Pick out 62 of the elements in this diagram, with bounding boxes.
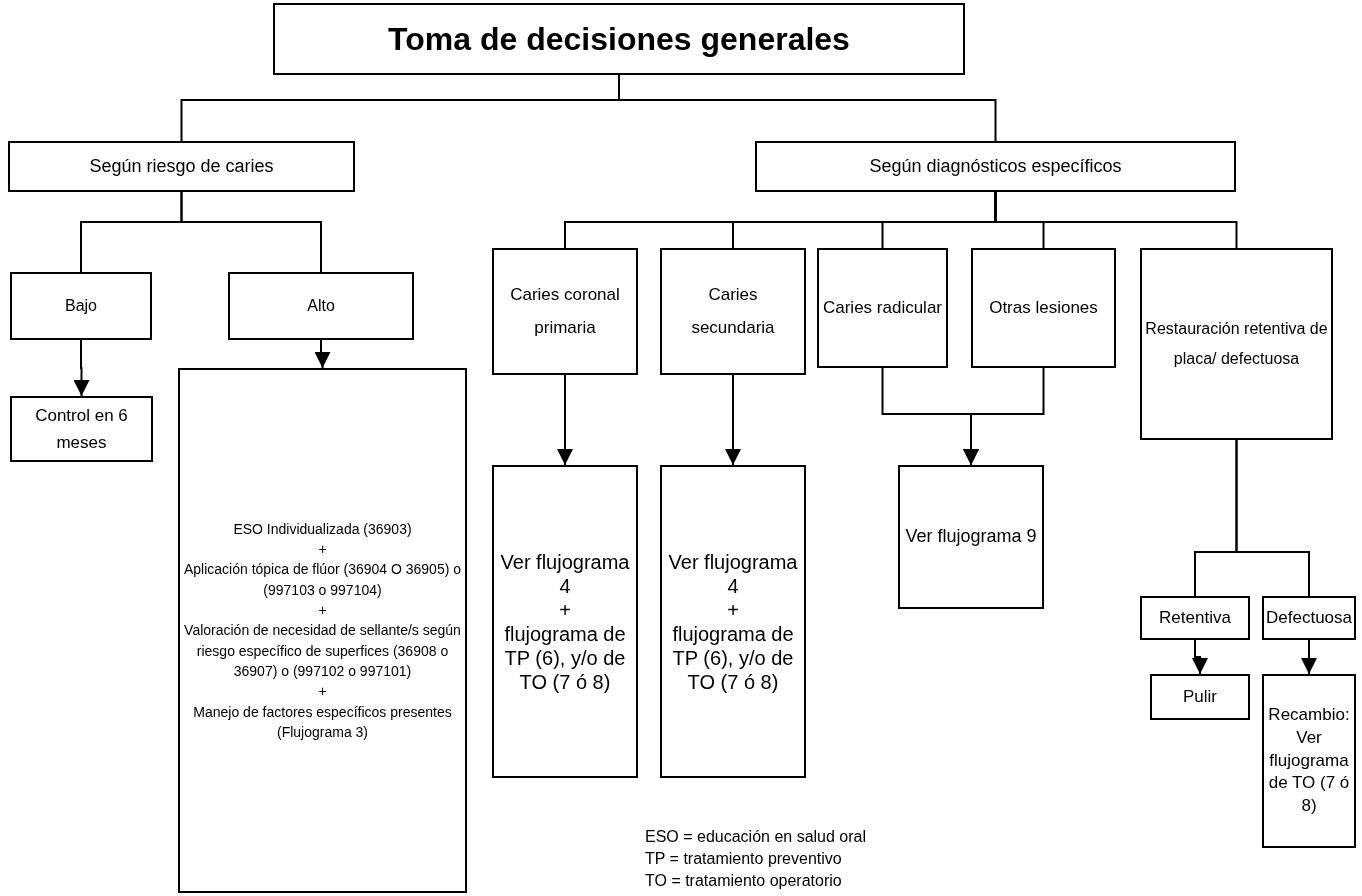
process-box <box>660 465 806 778</box>
node-text: Toma de decisiones generales <box>388 19 850 59</box>
process-box <box>178 368 467 893</box>
node-text: Bajo <box>65 295 97 316</box>
node-text: Defectuosa <box>1266 606 1352 629</box>
node-text: Control en 6 meses <box>34 404 129 454</box>
arrow <box>963 367 1045 466</box>
process-box <box>1140 248 1333 440</box>
node-text: + <box>559 597 571 622</box>
arrow <box>557 374 573 466</box>
node-text: Ver flujograma 9 <box>905 525 1037 549</box>
node-text: (Flujograma 3) <box>277 722 368 742</box>
process-box <box>1150 674 1250 720</box>
process-box <box>898 465 1044 609</box>
node-text: Valoración de necesidad de sellante/s según riesgo específico de superfices (36908 o 36907) o (997102 o 997101) <box>183 621 462 681</box>
node-text: Recambio: Ver flujograma de TO (7 ó 8) <box>1267 703 1351 818</box>
arrow <box>725 374 741 466</box>
legend-note: TO = tratamiento operatorio <box>645 871 843 891</box>
connector-line <box>1235 439 1310 597</box>
process-box <box>1262 674 1356 848</box>
process-box <box>817 248 948 368</box>
arrow <box>1301 639 1317 675</box>
node-text: Caries secundaria <box>690 284 776 339</box>
node-text: Ver flujograma 4 <box>667 549 799 598</box>
process-box <box>10 396 153 462</box>
arrow <box>314 339 331 369</box>
process-box <box>8 141 355 192</box>
node-text: Según diagnósticos específicos <box>869 154 1122 178</box>
node-text: Según riesgo de caries <box>89 154 274 178</box>
process-box <box>755 141 1236 192</box>
node-text: flujograma de TP (6), y/o de TO (7 ó 8) <box>671 621 795 694</box>
node-text: + <box>318 682 327 702</box>
node-text: ESO Individualizada (36903) <box>233 519 412 539</box>
legend-note: ESO = educación en salud oral <box>645 827 867 847</box>
node-text: Retentiva <box>1159 606 1231 629</box>
process-box <box>1140 596 1250 640</box>
connector-line <box>180 191 322 273</box>
process-box <box>492 248 638 375</box>
node-text: Alto <box>307 295 335 316</box>
node-text: Otras lesiones <box>989 296 1098 319</box>
process-box <box>1262 596 1356 640</box>
node-text: Caries radicular <box>822 296 942 319</box>
process-box <box>10 272 152 340</box>
node-text: + <box>318 601 327 621</box>
legend-note: TP = tratamiento preventivo <box>645 849 843 869</box>
process-box <box>273 3 965 75</box>
connector-line <box>994 191 1238 249</box>
node-text: Restauración retentiva de placa/ defectuosa <box>1145 318 1328 369</box>
process-box <box>971 248 1116 368</box>
node-text: + <box>318 540 327 560</box>
process-box <box>492 465 638 778</box>
process-box <box>660 248 806 375</box>
process-box <box>228 272 414 340</box>
node-text: + <box>727 597 739 622</box>
arrow <box>73 339 90 397</box>
arrow <box>1192 639 1208 675</box>
node-text: Caries coronal primaria <box>509 284 621 339</box>
node-text: Pulir <box>1183 685 1217 708</box>
node-text: Manejo de factores específicos presentes <box>193 702 452 722</box>
node-text: flujograma de TP (6), y/o de TO (7 ó 8) <box>503 621 627 694</box>
node-text: Aplicación tópica de flúor (36904 O 36905) o (997103 o 997104) <box>183 560 462 600</box>
node-text: Ver flujograma 4 <box>499 549 631 598</box>
